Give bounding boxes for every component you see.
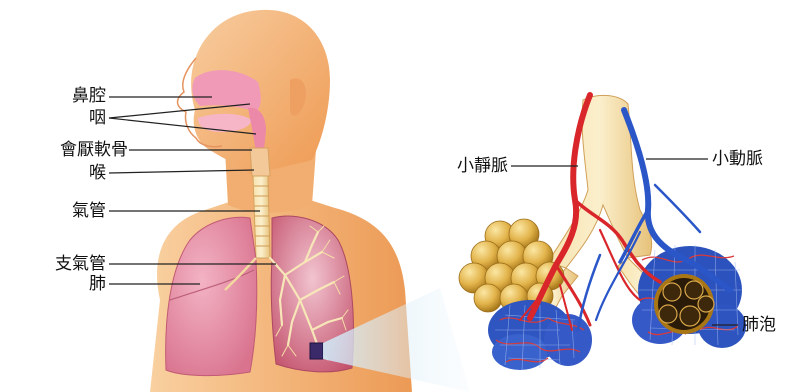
alveolus-cutaway <box>654 274 714 334</box>
label-larynx: 喉 <box>40 163 106 183</box>
label-alveolus: 肺泡 <box>742 315 776 335</box>
label-epiglottis: 會厭軟骨 <box>4 140 128 160</box>
label-nasal-cavity: 鼻腔 <box>40 86 106 106</box>
magnified-region-box <box>310 343 323 359</box>
capillary-network-left <box>488 300 592 370</box>
alveolar-unit <box>459 95 746 370</box>
alveolar-sac-cluster <box>459 219 564 312</box>
label-trachea: 氣管 <box>40 201 106 221</box>
label-pharynx: 咽 <box>40 108 106 128</box>
label-bronchus: 支氣管 <box>20 254 106 274</box>
label-arteriole: 小動脈 <box>712 149 763 169</box>
larynx-shape <box>250 148 270 176</box>
label-venule: 小靜脈 <box>420 156 508 176</box>
label-lung: 肺 <box>40 274 106 294</box>
